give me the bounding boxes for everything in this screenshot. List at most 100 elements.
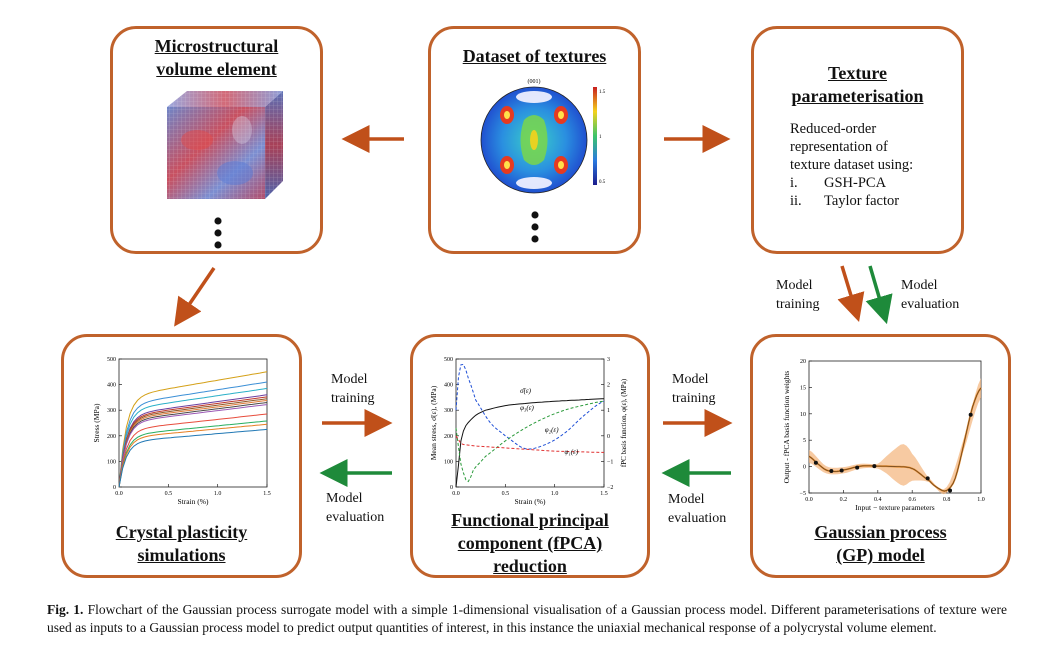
x-tick-label: 0.0 — [115, 491, 123, 497]
series-label: φ₁(ε) — [565, 448, 579, 456]
top-arrows — [174, 125, 893, 327]
series-label: σ̄(ε) — [520, 387, 532, 395]
x-tick-label: 1.0 — [214, 491, 222, 497]
figure-caption: Fig. 1. Flowchart of the Gaussian proces… — [47, 601, 1007, 637]
y-axis-label: Mean stress, σ̄(ε), (MPa) — [429, 385, 438, 460]
stress-strain-curve — [118, 396, 268, 488]
series-label: φ₃(ε) — [520, 404, 534, 412]
y-tick-label: 200 — [444, 434, 453, 440]
caption-label: Fig. 1. — [47, 602, 84, 617]
crystal-plasticity-title: Crystal plasticity simulations — [115, 522, 248, 565]
y-tick-label: 0 — [113, 485, 116, 491]
y-tick-label: 100 — [107, 459, 116, 465]
y2-tick-label: −2 — [607, 485, 613, 491]
more-volumes-ellipsis: ••• — [212, 205, 224, 262]
stress-strain-curve — [118, 423, 268, 488]
texture-description: Reduced-order representation of texture … — [790, 121, 914, 209]
observation-point — [813, 460, 818, 465]
x-axis-label: Strain (%) — [514, 497, 546, 506]
y2-tick-label: −1 — [607, 459, 613, 465]
stress-strain-curve — [118, 420, 268, 488]
scale-low: 0.5 — [599, 180, 606, 185]
arrow-texture-training — [837, 265, 865, 323]
y2-tick-label: 3 — [607, 357, 610, 363]
stress-strain-curve — [118, 402, 268, 488]
y-tick-label: 5 — [803, 438, 806, 444]
observation-point — [839, 468, 844, 473]
gp-mean-core — [808, 387, 982, 492]
observation-point — [925, 476, 930, 481]
stress-strain-curve — [118, 398, 268, 488]
y-tick-label: 0 — [450, 485, 453, 491]
y-tick-label: −5 — [800, 491, 806, 497]
stress-strain-curve — [118, 387, 268, 488]
stress-strain-curve — [118, 381, 268, 488]
stress-strain-curve — [118, 371, 268, 488]
x-tick-label: 0.5 — [165, 491, 173, 497]
y-tick-label: 500 — [444, 357, 453, 363]
y-tick-label: 200 — [107, 434, 116, 440]
confidence-band — [809, 378, 981, 495]
plot-frame — [455, 358, 605, 488]
stress-strain-curve — [118, 400, 268, 488]
y-tick-label: 400 — [444, 383, 453, 389]
y-axis-label: Stress (MPa) — [92, 403, 101, 442]
y-tick-label: 10 — [800, 412, 806, 418]
y-tick-label: 300 — [444, 408, 453, 414]
y2-axis-label: fPC basis function, φ(ε), (MPa) — [620, 378, 628, 467]
y2-tick-label: 1 — [607, 408, 610, 414]
x-tick-label: 0.8 — [943, 497, 951, 503]
dataset-title: Dataset of textures — [462, 46, 607, 66]
observation-point — [968, 412, 973, 417]
x-tick-label: 0.4 — [874, 497, 882, 503]
pole-label: (001) — [528, 78, 541, 85]
pole-figure-image: (001) 1.5 1 0.5 — [480, 78, 606, 194]
y2-tick-label: 2 — [607, 383, 610, 389]
y-tick-label: 15 — [800, 385, 806, 391]
y-tick-label: 20 — [800, 359, 806, 365]
stress-strain-curve — [118, 404, 268, 488]
fpca-series-line — [455, 435, 604, 453]
y-tick-label: 500 — [107, 357, 116, 363]
fpca-series-line — [455, 363, 605, 450]
caption-text: Flowchart of the Gaussian process surrog… — [47, 602, 1008, 635]
x-tick-label: 0.5 — [502, 491, 510, 497]
dataset-box: Dataset of textures (001) 1.5 1 0.5 •• — [428, 26, 641, 256]
texture-box: Texture parameterisation Reduced-order r… — [751, 26, 964, 254]
fpca-title: Functional principal component (fPCA) re… — [451, 510, 609, 576]
x-tick-label: 1.5 — [600, 491, 608, 497]
more-textures-ellipsis: ••• — [529, 199, 541, 256]
y-tick-label: 0 — [803, 465, 806, 471]
x-tick-label: 0.0 — [452, 491, 460, 497]
x-tick-label: 1.0 — [977, 497, 985, 503]
observation-point — [855, 465, 860, 470]
x-tick-label: 1.0 — [551, 491, 559, 497]
x-axis-label: Strain (%) — [177, 497, 209, 506]
voxel-cube-image — [167, 91, 283, 199]
plot-frame — [808, 360, 982, 494]
scale-high: 1.5 — [599, 90, 606, 95]
x-tick-label: 0.2 — [840, 497, 848, 503]
y2-tick-label: 0 — [607, 434, 610, 440]
arrow-volume-to-cp — [174, 267, 216, 327]
y-tick-label: 300 — [107, 408, 116, 414]
series-label: φ₂(ε) — [545, 426, 559, 434]
stress-strain-curve — [118, 413, 268, 488]
microstructure-box: Microstructural volume element — [110, 26, 323, 262]
arrow-texture-evaluation — [865, 265, 893, 325]
stress-strain-curve — [118, 394, 268, 488]
list-item: i.GSH-PCA — [790, 175, 887, 191]
y-tick-label: 400 — [107, 383, 116, 389]
stress-strain-curve — [118, 428, 268, 488]
